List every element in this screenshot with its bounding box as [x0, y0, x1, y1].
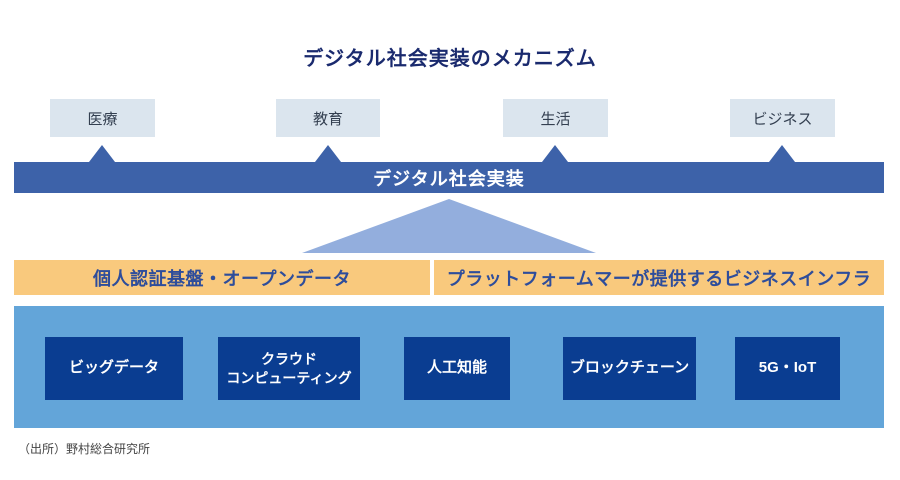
tech-box-big-data: ビッグデータ	[45, 337, 183, 400]
up-arrow-icon	[542, 145, 568, 162]
sector-label-education: 教育	[312, 110, 343, 128]
up-arrow-icon	[315, 145, 341, 162]
sector-label-life: 生活	[540, 110, 571, 128]
sector-box-life: 生活	[503, 99, 608, 137]
up-arrow-icon	[769, 145, 795, 162]
sector-label-business: ビジネス	[752, 110, 813, 128]
up-arrow-icon	[89, 145, 115, 162]
tech-box-5g-iot: 5G・IoT	[735, 337, 840, 400]
tech-box-blockchain: ブロックチェーン	[563, 337, 696, 400]
foundation-label-platform-infra: プラットフォームマーが提供するビジネスインフラ	[446, 268, 872, 289]
digital-implementation-label: デジタル社会実装	[373, 168, 525, 189]
technology-platform-panel: ビッグデータ クラウド コンピューティング 人工知能 ブロックチェーン 5G・I…	[14, 306, 884, 428]
tech-label-cloud-computing: クラウド コンピューティング	[226, 350, 352, 386]
sector-label-medical: 医療	[87, 110, 118, 128]
tech-label-big-data: ビッグデータ	[68, 359, 159, 377]
tech-label-5g-iot: 5G・IoT	[758, 359, 817, 377]
tech-label-ai: 人工知能	[426, 359, 487, 377]
foundation-bar-personal-auth: 個人認証基盤・オープンデータ	[14, 260, 430, 295]
source-note: （出所）野村総合研究所	[18, 442, 151, 456]
sector-box-education: 教育	[276, 99, 380, 137]
digital-implementation-bar: デジタル社会実装	[14, 162, 884, 193]
foundation-label-personal-auth: 個人認証基盤・オープンデータ	[93, 268, 351, 289]
sector-box-business: ビジネス	[730, 99, 835, 137]
diagram-title: デジタル社会実装のメカニズム	[303, 48, 597, 70]
funnel-triangle-icon	[302, 199, 596, 253]
sector-box-medical: 医療	[50, 99, 155, 137]
tech-label-blockchain: ブロックチェーン	[569, 359, 690, 377]
tech-box-cloud-computing: クラウド コンピューティング	[218, 337, 360, 400]
tech-box-ai: 人工知能	[404, 337, 510, 400]
foundation-bar-platform-infra: プラットフォームマーが提供するビジネスインフラ	[434, 260, 884, 295]
